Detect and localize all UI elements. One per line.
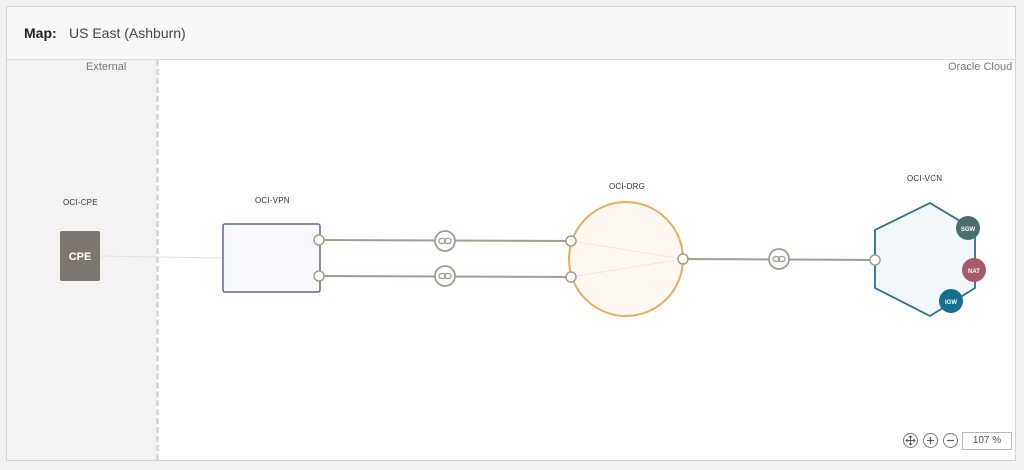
zoom-level-field[interactable]: 107 % xyxy=(962,432,1012,450)
fit-to-screen-icon[interactable] xyxy=(903,433,918,448)
igw-gateway[interactable]: IGW xyxy=(939,289,963,313)
oracle-cloud-zone-label: Oracle Cloud xyxy=(948,61,1013,73)
drg-port-1[interactable] xyxy=(565,235,577,247)
zone-divider xyxy=(156,60,159,460)
cpe-node[interactable]: CPE xyxy=(60,231,100,281)
igw-label: IGW xyxy=(945,300,957,306)
cpe-vpn-link xyxy=(99,255,224,259)
zoom-controls: 107 % xyxy=(903,432,1018,452)
drg-internal-route-2 xyxy=(570,258,684,278)
cpe-title: OCI-CPE xyxy=(63,198,98,207)
map-header: Map: US East (Ashburn) xyxy=(7,7,1015,60)
vpn-title: OCI-VPN xyxy=(255,196,290,205)
drg-internal-route-1 xyxy=(570,240,684,260)
cpe-badge: CPE xyxy=(69,251,92,263)
region-name: US East (Ashburn) xyxy=(69,25,186,41)
drg-port-vcn[interactable] xyxy=(677,253,689,265)
vpn-port-1[interactable] xyxy=(313,234,325,246)
drg-title: OCI-DRG xyxy=(609,182,646,191)
vpn-port-2[interactable] xyxy=(313,270,325,282)
drg-node[interactable] xyxy=(568,201,684,317)
link-icon[interactable] xyxy=(768,248,790,270)
link-icon[interactable] xyxy=(434,230,456,252)
link-icon[interactable] xyxy=(434,265,456,287)
external-zone-label: External xyxy=(86,61,127,73)
zoom-in-icon[interactable] xyxy=(923,433,938,448)
vpn-node[interactable] xyxy=(222,223,321,293)
zoom-out-icon[interactable] xyxy=(943,433,958,448)
drg-port-2[interactable] xyxy=(565,271,577,283)
vcn-title: OCI-VCN xyxy=(907,174,943,183)
nat-label: NAT xyxy=(968,269,980,275)
sgw-label: SGW xyxy=(961,227,976,233)
vcn-port[interactable] xyxy=(869,254,881,266)
nat-gateway[interactable]: NAT xyxy=(962,258,986,282)
sgw-gateway[interactable]: SGW xyxy=(956,216,980,240)
map-label: Map: xyxy=(24,25,57,41)
